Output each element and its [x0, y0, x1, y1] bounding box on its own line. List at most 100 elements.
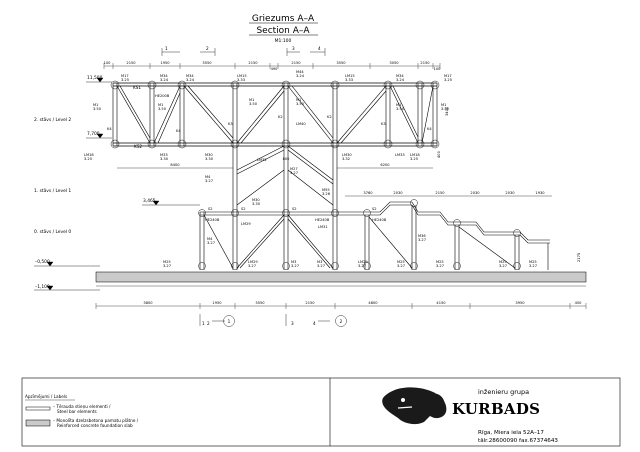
label-lm15-b-value: 3.33 [345, 78, 353, 82]
upper-truss-nodes [110, 80, 440, 149]
label-k4-b: K4 [176, 129, 181, 133]
legend: Apzīmējumi / Labels – Tērauda stieņu ele… [25, 394, 139, 428]
label-m17-right: M17 [444, 74, 452, 78]
label-m25-b-value: 3.27 [397, 264, 405, 268]
label-he240b-a: HE240B [205, 218, 220, 222]
label-lm18-left-value: 3.25 [84, 157, 92, 161]
label-m1-d: M1 [396, 103, 401, 107]
title-block-frame [21, 377, 621, 447]
label-m4-lower: M4 [207, 237, 213, 241]
level-0-structure [199, 201, 550, 270]
level-minus-1100: –1,100 [35, 284, 50, 290]
foundation-slab [95, 271, 587, 283]
label-m30-value: 3.30 [205, 157, 214, 161]
label-lm33: LM33 [395, 153, 405, 157]
dim-step-8: 1930 [535, 191, 545, 195]
label-m25-c-value: 3.27 [436, 264, 444, 268]
level-7700: 7,700 [87, 131, 100, 137]
level-minus-0500: –0,500 [35, 259, 50, 265]
legend-slab-en: Reinforced concrete foundation slab [57, 423, 133, 428]
label-s2-a: S2 [208, 207, 213, 211]
grid-mark-4-top: 4 [318, 46, 321, 51]
dim-mid-800: 800 [283, 157, 291, 161]
label-lm15-a: LM15 [237, 74, 247, 78]
label-m25-d: M25 [499, 260, 507, 264]
label-he240b-b: HE240B [315, 218, 330, 222]
label-lm30-value: 3.32 [342, 157, 350, 161]
bottom-dimension-line [95, 303, 587, 309]
label-he240b-c: HE240B [372, 218, 387, 222]
label-s2-d: S2 [372, 207, 377, 211]
legend-title: Apzīmējumi / Labels [25, 394, 67, 399]
label-m1-d-value: 3.50 [396, 107, 405, 111]
dim-right-3400: 3400 [445, 106, 449, 116]
dim-top-8: 3050 [389, 61, 399, 65]
label-m1-left: M1 [93, 103, 98, 107]
label-m25-a-value: 3.27 [163, 264, 171, 268]
dim-step-2: 2030 [393, 191, 403, 195]
label-k2-a: K2 [278, 115, 283, 119]
company-tagline: inženieru grupa [478, 388, 529, 396]
label-m3-b: M3 [317, 260, 322, 264]
label-m27: M27 [290, 167, 298, 171]
label-m34-c: M34 [396, 74, 404, 78]
label-k3-a: K3 [228, 122, 233, 126]
label-he200b: HE200B [155, 94, 170, 98]
upper-truss-labels: M17 3.25 KS1 M34 3.24 M34 3.24 LM15 3.33… [84, 70, 452, 162]
company-logo [382, 387, 447, 425]
label-m1-b: M1 [249, 98, 254, 102]
grid-markers-top [161, 48, 326, 56]
title-lv: Griezums A–A [252, 14, 315, 24]
grid-circle-2 [335, 315, 347, 327]
label-lm29-upper: LM29 [241, 222, 251, 226]
grid-mark-3-bottom: 3 [291, 321, 294, 326]
grid-mark-3-top: 3 [292, 46, 295, 51]
label-lm29-a-value: 3.27 [248, 264, 256, 268]
label-k2-b: K2 [327, 115, 332, 119]
dim-top-1: 2150 [126, 61, 136, 65]
dim-mid-6200: 6200 [380, 163, 390, 167]
label-lm40: LM40 [296, 122, 306, 126]
label-m34: M34 [160, 74, 168, 78]
level-0-label: 0. stāvs / Level 0 [34, 229, 71, 235]
label-m25-d-value: 3.27 [499, 264, 507, 268]
label-m17-left-value: 3.25 [121, 78, 129, 82]
grid-mark-2-bottom: 2 [207, 321, 210, 326]
logo-emblem [382, 387, 447, 425]
label-s2-b: S2 [241, 207, 246, 211]
label-m44-value: 3.24 [296, 74, 305, 78]
legend-slab-swatch [25, 419, 51, 427]
label-lm30: LM30 [342, 153, 352, 157]
legend-steel-en: Steel bar elements [57, 409, 97, 414]
dim-step-5: 2030 [470, 191, 480, 195]
grid-markers-bottom [199, 314, 347, 327]
grid-mark-4-bottom: 4 [313, 321, 316, 326]
label-k4-a: K4 [107, 127, 112, 131]
label-lm29-b: LM29 [358, 260, 368, 264]
legend-slab-lv: – Monolīta dzelzsbetona pamatu plātne / [53, 418, 139, 423]
label-s2-c: S2 [292, 207, 297, 211]
top-dimension-line [103, 63, 441, 69]
label-m36-value: 3.27 [418, 238, 426, 242]
grid-mark-2-top: 2 [206, 46, 209, 51]
label-m25-b: M25 [397, 260, 405, 264]
dim-top-10: 100 [434, 67, 442, 71]
label-m25-e: M25 [529, 260, 537, 264]
company-name: KURBADS [452, 400, 540, 418]
middle-structure [232, 145, 338, 270]
label-m1-left-value: 3.50 [93, 107, 102, 111]
dim-bottom-5: 4150 [436, 301, 446, 305]
dim-bottom-1: 1950 [212, 301, 222, 305]
dim-top-0: 100 [104, 61, 112, 65]
dim-right-400: 400 [437, 150, 441, 158]
label-m30: M30 [205, 153, 213, 157]
label-m25-e-value: 3.27 [529, 264, 537, 268]
level-0-labels: S2 S2 S2 S2 HE240B HE240B HE240B LM29 LM… [163, 207, 537, 268]
dim-bottom-3: 2150 [305, 301, 315, 305]
legend-steel-lv: – Tērauda stieņu elementi / [53, 404, 111, 409]
label-m36: M36 [418, 234, 426, 238]
dim-step-0: 3760 [363, 191, 373, 195]
label-lm18-left: LM18 [84, 153, 94, 157]
dim-right-2175: 2175 [577, 253, 581, 262]
label-m25-a: M25 [163, 260, 171, 264]
